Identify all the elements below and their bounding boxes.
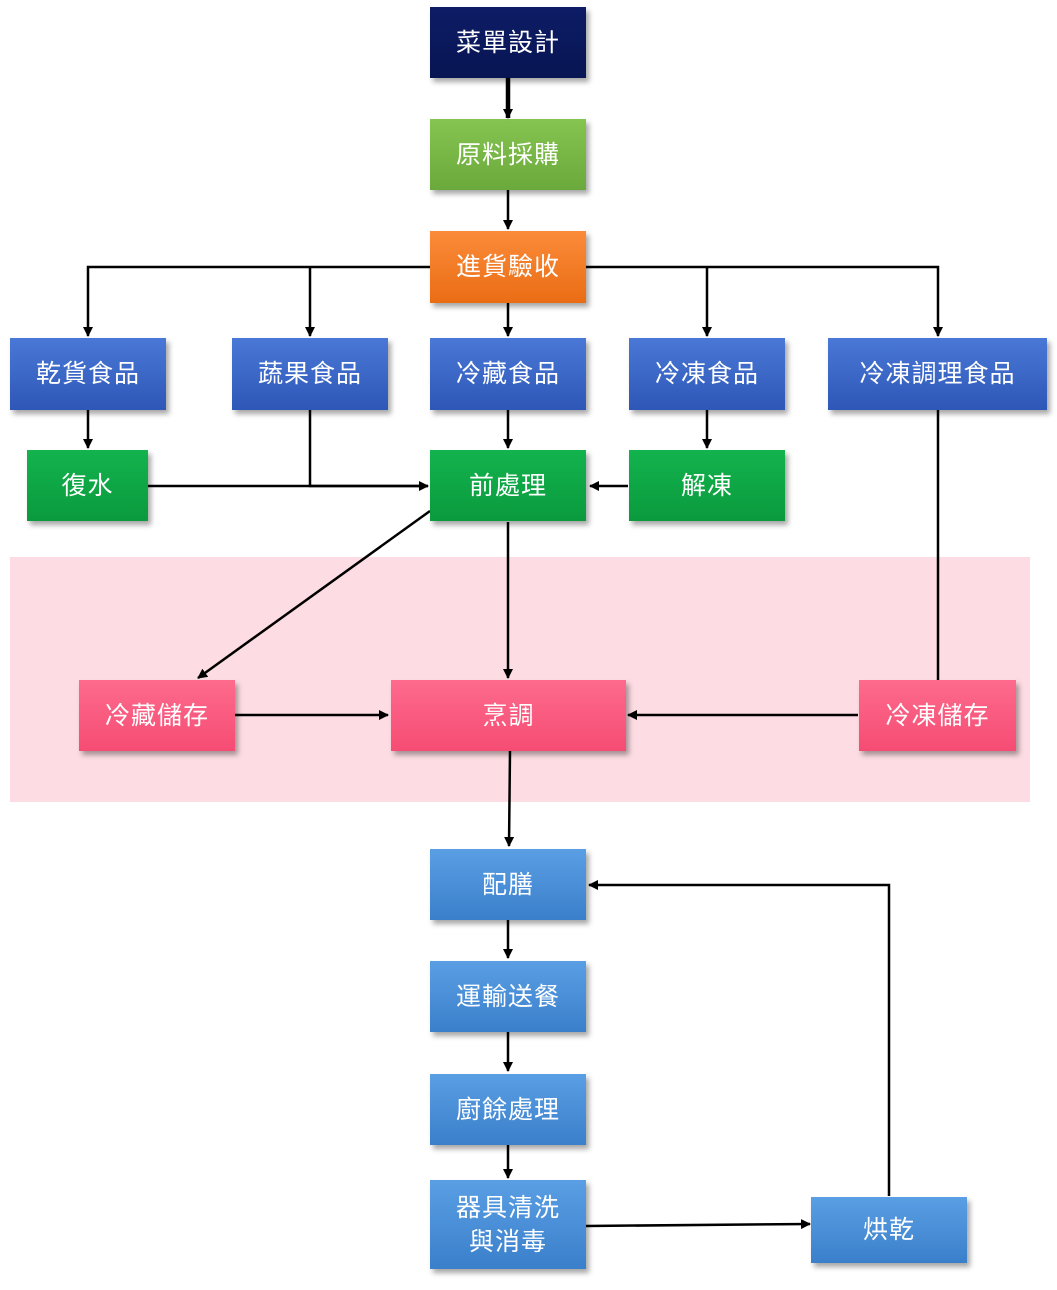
node-waste: 廚餘處理	[430, 1074, 586, 1145]
node-frozen-storage: 冷凍儲存	[859, 680, 1016, 751]
node-procurement: 原料採購	[430, 119, 586, 190]
node-dry-goods: 乾貨食品	[10, 338, 166, 410]
node-chilled-storage: 冷藏儲存	[79, 680, 235, 751]
edge-receiving-branch-left	[83, 265, 430, 337]
node-washing: 器具清洗 與消毒	[430, 1180, 586, 1269]
node-produce: 蔬果食品	[232, 338, 388, 410]
node-plating: 配膳	[430, 849, 586, 920]
edge-cooking-plating	[504, 750, 515, 847]
node-receiving: 進貨驗收	[430, 231, 586, 303]
node-frozen-food: 冷凍食品	[629, 338, 785, 410]
node-thaw: 解凍	[629, 450, 785, 521]
node-rehydrate: 復水	[27, 450, 148, 521]
edge-washing-drying	[585, 1219, 811, 1230]
edge-receiving-branch-right	[586, 265, 943, 337]
node-menu-design: 菜單設計	[430, 7, 586, 78]
node-frozen-prepared: 冷凍調理食品	[828, 338, 1047, 410]
storage-cooking-zone	[10, 557, 1030, 802]
edge-preprocess-chilled-storage	[197, 509, 431, 680]
node-cooking: 烹調	[391, 680, 626, 751]
node-preprocess: 前處理	[430, 450, 586, 521]
node-drying: 烘乾	[811, 1197, 967, 1263]
node-delivery: 運輸送餐	[430, 961, 586, 1032]
edge-drying-plating	[588, 880, 891, 1196]
edge-produce-preprocess	[308, 410, 428, 488]
node-chilled-food: 冷藏食品	[430, 338, 586, 410]
